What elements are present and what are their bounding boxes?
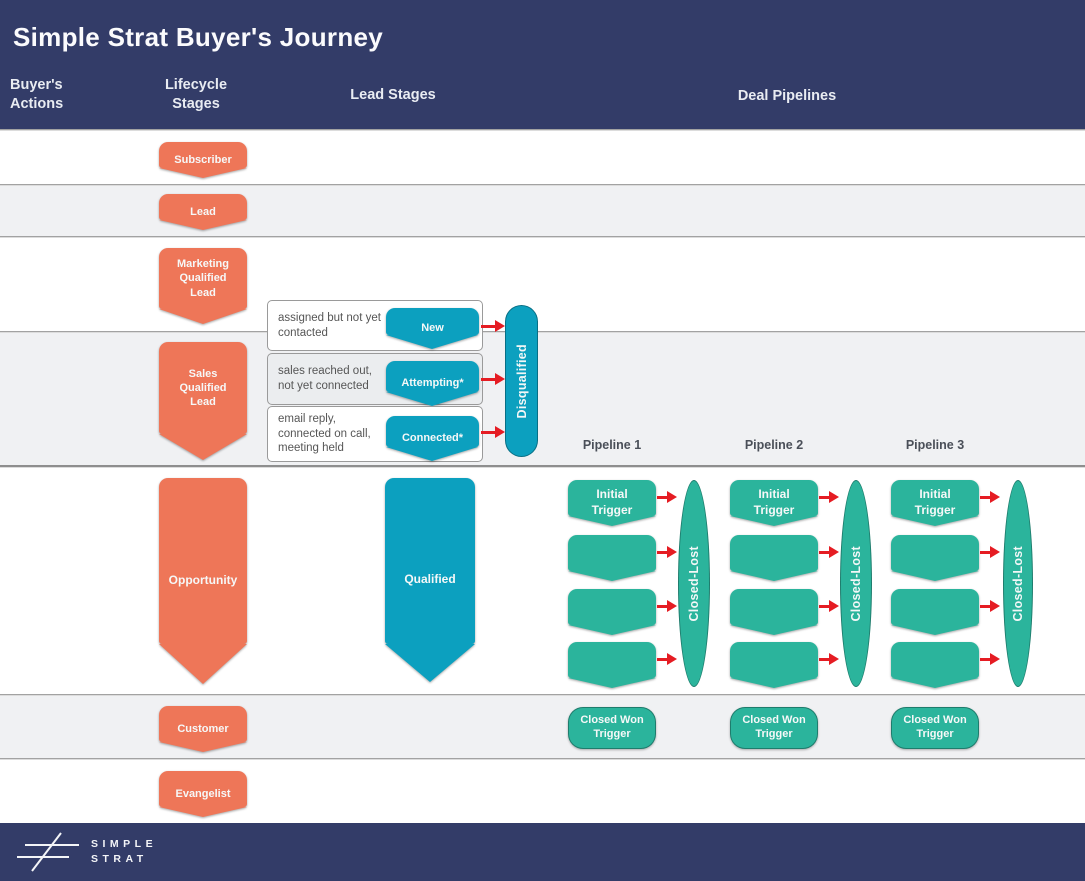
arrow-stage-to-closed-lost [819, 491, 839, 503]
pipeline-stage [730, 642, 818, 688]
lead-step-description: email reply, connected on call, meeting … [278, 412, 371, 455]
arrow-stage-to-closed-lost [980, 546, 1000, 558]
pipeline-1: Pipeline 1 Initial Trigger Closed-Lost C… [568, 0, 710, 881]
lifecycle-stage-label: Opportunity [168, 573, 238, 588]
closed-lost-capsule: Closed-Lost [678, 480, 710, 687]
pipeline-stage-initial-trigger: Initial Trigger [891, 480, 979, 526]
pipeline-stage-label: Initial Trigger [591, 487, 633, 517]
arrow-stage-to-closed-lost [819, 546, 839, 558]
closed-lost-capsule: Closed-Lost [840, 480, 872, 687]
arrow-stage-to-closed-lost [980, 491, 1000, 503]
header-bar: Simple Strat Buyer's Journey Buyer's Act… [0, 0, 1085, 129]
pipeline-stage-label [891, 535, 979, 581]
pipeline-stage-label [568, 589, 656, 635]
closed-won-trigger: Closed Won Trigger [891, 707, 979, 749]
lead-step-description: assigned but not yet contacted [278, 311, 381, 339]
lead-stage-attempting: Attempting* [386, 361, 479, 406]
arrow-stage-to-closed-lost [980, 653, 1000, 665]
arrow-stage-to-closed-lost [657, 653, 677, 665]
lifecycle-stage-customer: Customer [159, 706, 247, 752]
pipeline-stage [891, 535, 979, 581]
pipeline-stage-label: Initial Trigger [914, 487, 956, 517]
arrow-stage-to-closed-lost [657, 491, 677, 503]
arrow-attempting-to-disqualified [481, 373, 505, 385]
lead-step-box-new: assigned but not yet contacted New [267, 300, 483, 351]
closed-lost-label: Closed-Lost [1011, 545, 1025, 622]
lead-stage-new: New [386, 308, 479, 349]
column-header-deal-pipelines: Deal Pipelines [737, 88, 837, 104]
pipeline-stage [891, 589, 979, 635]
pipeline-label: Pipeline 3 [905, 438, 965, 452]
lead-stage-qualified: Qualified [385, 478, 475, 682]
disqualified-capsule: Disqualified [505, 305, 538, 457]
lead-step-description: sales reached out, not yet connected [278, 365, 372, 392]
pipeline-stage [568, 589, 656, 635]
brand-line-2: STRAT [91, 853, 148, 865]
lead-step-box-attempting: sales reached out, not yet connected Att… [267, 353, 483, 406]
pipeline-stage-label [568, 642, 656, 688]
pipeline-label: Pipeline 1 [582, 438, 642, 452]
brand-logo: SIMPLE STRAT [15, 831, 157, 873]
lead-stage-label: Qualified [404, 572, 456, 587]
pipeline-stage-label [730, 642, 818, 688]
arrow-stage-to-closed-lost [657, 546, 677, 558]
brand-line-1: SIMPLE [91, 837, 158, 850]
column-header-lead-stages: Lead Stages [350, 87, 436, 103]
pipeline-stage [568, 535, 656, 581]
pipeline-3: Pipeline 3 Initial Trigger Closed-Lost C… [891, 0, 1033, 881]
not-equal-logo-icon [17, 832, 79, 872]
page-title: Simple Strat Buyer's Journey [13, 22, 384, 52]
lifecycle-stage-lead: Lead [159, 194, 247, 230]
lifecycle-stage-label: Subscriber [174, 153, 232, 166]
lead-stage-connected: Connected* [386, 416, 479, 461]
pipeline-stage-label: Initial Trigger [753, 487, 795, 517]
footer-bar [0, 823, 1085, 881]
lifecycle-stage-sales-qualified-lead: Sales Qualified Lead [159, 342, 247, 460]
brand-wordmark: SIMPLE STRAT [91, 837, 157, 867]
pipeline-stage-label [730, 535, 818, 581]
closed-won-trigger: Closed Won Trigger [568, 707, 656, 749]
lifecycle-stage-label: Sales Qualified Lead [179, 367, 227, 409]
pipeline-stage [891, 642, 979, 688]
arrow-new-to-disqualified [481, 320, 505, 332]
pipeline-stage [568, 642, 656, 688]
pipeline-stage [730, 535, 818, 581]
pipeline-stage-label [568, 535, 656, 581]
lifecycle-stage-label: Customer [177, 722, 229, 735]
lifecycle-stage-label: Marketing Qualified Lead [177, 258, 229, 299]
lifecycle-stage-opportunity: Opportunity [159, 478, 247, 684]
pipeline-label: Pipeline 2 [744, 438, 804, 452]
pipeline-stage [730, 589, 818, 635]
pipeline-stage-label [891, 642, 979, 688]
pipeline-stage-label [730, 589, 818, 635]
lead-step-box-connected: email reply, connected on call, meeting … [267, 406, 483, 462]
lifecycle-stage-label: Lead [190, 205, 216, 218]
arrow-stage-to-closed-lost [819, 653, 839, 665]
arrow-stage-to-closed-lost [819, 600, 839, 612]
arrow-stage-to-closed-lost [657, 600, 677, 612]
lifecycle-stage-marketing-qualified-lead: Marketing Qualified Lead [159, 248, 247, 324]
closed-lost-label: Closed-Lost [687, 545, 701, 622]
column-header-lifecycle-stages: Lifecycle Stages [164, 77, 228, 112]
column-header-buyers-actions: Buyer's Actions [10, 77, 64, 112]
lead-stage-label: New [421, 322, 444, 335]
closed-won-trigger: Closed Won Trigger [730, 707, 818, 749]
lead-stage-label: Attempting* [401, 377, 464, 390]
pipeline-2: Pipeline 2 Initial Trigger Closed-Lost C… [730, 0, 872, 881]
disqualified-label: Disqualified [514, 343, 529, 419]
pipeline-stage-initial-trigger: Initial Trigger [730, 480, 818, 526]
lifecycle-stage-label: Evangelist [175, 787, 231, 800]
lead-stage-label: Connected* [401, 432, 464, 445]
arrow-stage-to-closed-lost [980, 600, 1000, 612]
arrow-connected-to-disqualified [481, 426, 505, 438]
pipeline-stage-initial-trigger: Initial Trigger [568, 480, 656, 526]
closed-lost-label: Closed-Lost [849, 545, 863, 622]
lifecycle-stage-evangelist: Evangelist [159, 771, 247, 817]
closed-lost-capsule: Closed-Lost [1003, 480, 1033, 687]
pipeline-stage-label [891, 589, 979, 635]
lifecycle-stage-subscriber: Subscriber [159, 142, 247, 178]
